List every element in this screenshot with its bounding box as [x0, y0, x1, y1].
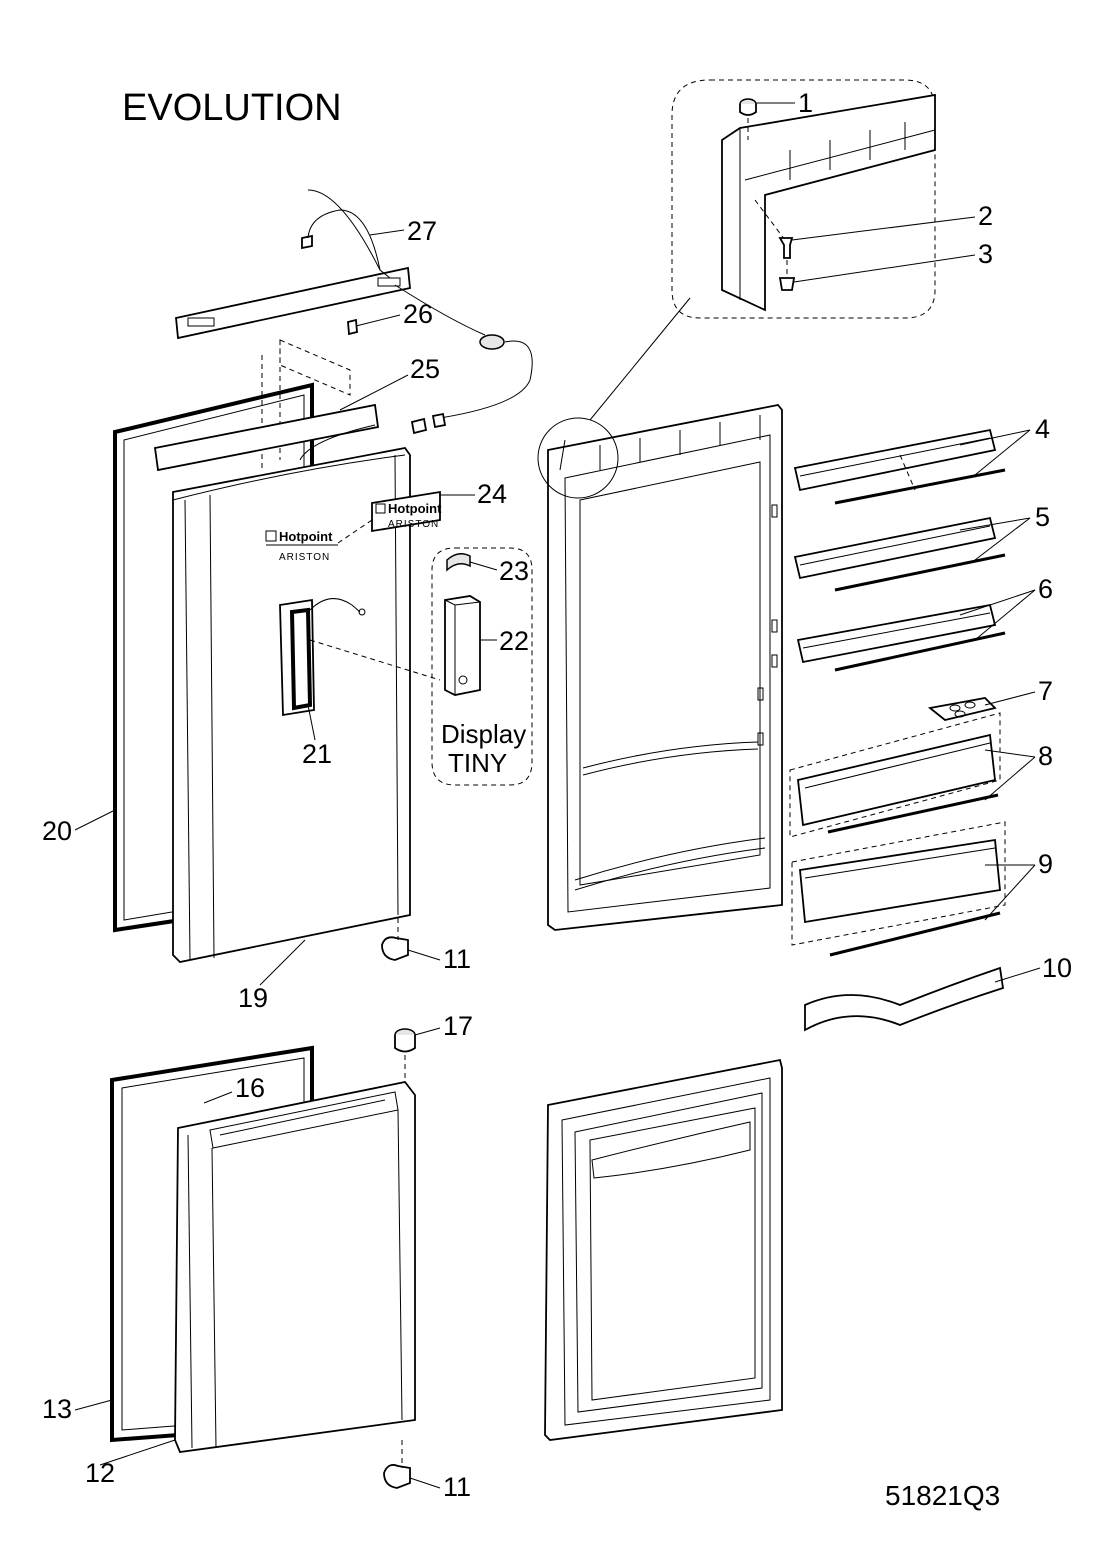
label-part-1: 1: [798, 88, 813, 118]
label-part-11-upper: 11: [443, 944, 471, 974]
lower-door: [174, 1081, 416, 1453]
display-group: Display TINY: [431, 547, 533, 786]
door-brand-logo: Hotpoint ARISTON: [265, 529, 338, 563]
bottle-shelf-9: [791, 821, 1006, 957]
label-part-25: 25: [410, 354, 440, 384]
leader-lines: [74, 102, 1041, 1489]
label-part-8: 8: [1038, 741, 1053, 771]
badge-brand-sub: ARISTON: [388, 519, 439, 530]
label-part-11-lower: 11: [443, 1472, 471, 1502]
top-trim-25: [153, 403, 380, 472]
egg-tray-7: [927, 697, 997, 721]
cap-17: [394, 1028, 416, 1085]
top-cover-strip: [175, 189, 533, 419]
cable-connectors: [410, 412, 447, 435]
bottle-shelf-8: [789, 712, 1001, 838]
label-part-21: 21: [302, 739, 332, 769]
lower-door-liner: [544, 1058, 783, 1441]
detail-inset: [671, 79, 936, 319]
label-part-3: 3: [978, 239, 993, 269]
hinge-11-upper: [381, 918, 409, 961]
label-part-23: 23: [499, 556, 529, 586]
label-part-9: 9: [1038, 849, 1053, 879]
shelf-6: [796, 603, 1006, 672]
brand-badge: Hotpoint ARISTON: [337, 490, 442, 544]
upper-door: [172, 447, 441, 963]
shelf-5: [793, 516, 1006, 592]
display-group-line2: TINY: [448, 748, 507, 778]
shelf-4: [793, 428, 1006, 505]
label-part-5: 5: [1035, 502, 1050, 532]
label-part-20: 20: [42, 816, 72, 846]
display-group-line1: Display: [441, 719, 526, 749]
hinge-11-lower: [383, 1440, 411, 1489]
label-part-4: 4: [1035, 414, 1050, 444]
label-part-13: 13: [42, 1394, 72, 1424]
badge-brand-name: Hotpoint: [388, 501, 442, 516]
label-part-2: 2: [978, 201, 993, 231]
label-part-19: 19: [238, 983, 268, 1013]
label-part-7: 7: [1038, 676, 1053, 706]
label-part-26: 26: [403, 299, 433, 329]
label-part-6: 6: [1038, 574, 1053, 604]
label-part-24: 24: [477, 479, 507, 509]
divider-10: [804, 966, 1005, 1032]
label-part-16: 16: [235, 1073, 265, 1103]
inset-leader-a: [589, 297, 691, 421]
label-part-10: 10: [1042, 953, 1072, 983]
label-part-17: 17: [443, 1011, 473, 1041]
door-brand-name: Hotpoint: [279, 529, 333, 544]
drawing-code: 51821Q3: [885, 1480, 1000, 1511]
diagram-title: EVOLUTION: [122, 87, 342, 129]
part-labels: 1 2 3 4 5 6 7 8 9 10 11 11 12 13 16 17 1…: [42, 88, 1072, 1502]
upper-door-liner: [537, 404, 783, 931]
label-part-12: 12: [85, 1458, 115, 1488]
door-brand-sub: ARISTON: [279, 552, 330, 563]
label-part-22: 22: [499, 626, 529, 656]
label-part-27: 27: [407, 216, 437, 246]
